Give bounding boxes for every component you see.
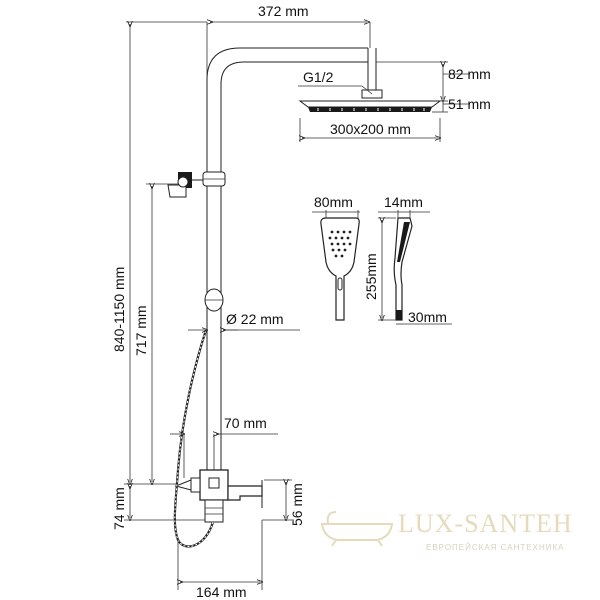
dim-base-width: 164 mm bbox=[196, 584, 247, 600]
dim-head-thickness: 51 mm bbox=[448, 96, 491, 112]
dim-head-height: 82 mm bbox=[448, 66, 491, 82]
shower-column bbox=[206, 47, 377, 470]
dim-hand-length: 255mm bbox=[363, 253, 379, 300]
dim-hand-base: 30mm bbox=[408, 309, 447, 325]
hand-shower-holder bbox=[167, 172, 203, 198]
bathtub-icon bbox=[320, 511, 394, 547]
watermark-brand: LUX-SANTEH bbox=[398, 509, 573, 538]
shower-hose bbox=[173, 329, 215, 548]
watermark-subtitle: ЕВРОПЕЙСКАЯ САНТЕХНИКА bbox=[426, 543, 564, 552]
dim-base-height: 74 mm bbox=[111, 487, 127, 530]
rain-shower-head bbox=[298, 89, 442, 112]
dim-holder-height: 717 mm bbox=[133, 305, 149, 356]
dimension-lines bbox=[124, 22, 470, 590]
dim-hand-width: 80mm bbox=[314, 194, 353, 210]
dim-pipe-diameter: Ø 22 mm bbox=[226, 311, 284, 327]
dim-spout-length: 70 mm bbox=[224, 415, 267, 431]
dim-total-height: 840-1150 mm bbox=[111, 267, 127, 352]
bath-spout bbox=[227, 480, 263, 508]
slider-knob bbox=[204, 288, 224, 312]
height-adjust-collar bbox=[202, 171, 226, 187]
thermostatic-mixer bbox=[174, 469, 229, 523]
hand-shower-front bbox=[320, 217, 360, 321]
dim-spout-height: 56 mm bbox=[289, 483, 305, 526]
dim-head-size: 300x200 mm bbox=[330, 121, 411, 137]
watermark: LUX-SANTEH ЕВРОПЕЙСКАЯ САНТЕХНИКА bbox=[320, 509, 573, 552]
hand-shower-side bbox=[393, 217, 413, 321]
dim-hand-depth: 14mm bbox=[384, 194, 423, 210]
dim-arm-length: 372 mm bbox=[258, 3, 309, 19]
dim-connection: G1/2 bbox=[303, 69, 334, 85]
